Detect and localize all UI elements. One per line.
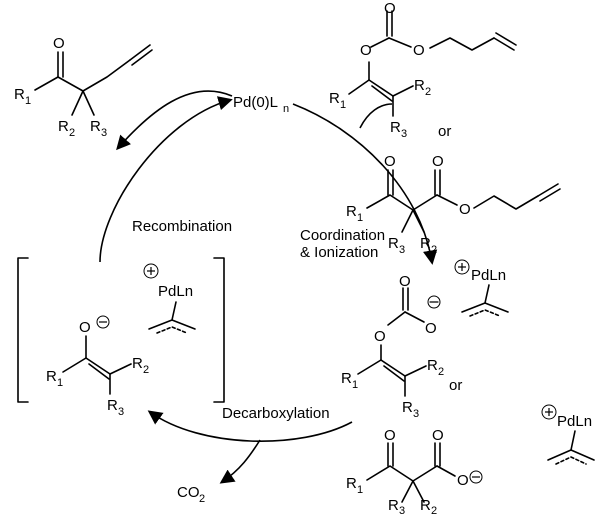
or-label-1: or (438, 123, 451, 140)
svg-text:PdLn: PdLn (471, 267, 506, 284)
cycle-arrows (99, 90, 438, 484)
svg-text:2: 2 (143, 364, 149, 376)
pd-allyl-enol-carbonate: O O O R 1 R 2 R 3 or PdLn (341, 259, 509, 420)
svg-text:R: R (420, 235, 431, 252)
svg-text:O: O (459, 201, 471, 218)
svg-text:O: O (457, 472, 469, 489)
svg-text:3: 3 (413, 408, 419, 420)
svg-text:R: R (414, 77, 425, 94)
svg-text:2: 2 (425, 86, 431, 98)
svg-text:O: O (384, 153, 396, 170)
svg-text:3: 3 (118, 406, 124, 418)
svg-text:R: R (427, 357, 438, 374)
svg-text:O: O (384, 0, 396, 17)
svg-text:O: O (399, 273, 411, 290)
svg-text:1: 1 (25, 95, 31, 107)
coordination-label-line1: Coordination (300, 227, 385, 244)
svg-text:O: O (374, 328, 386, 345)
svg-text:1: 1 (357, 484, 363, 496)
svg-text:Pd(0)L: Pd(0)L (233, 94, 278, 111)
svg-text:n: n (283, 103, 289, 115)
svg-text:R: R (420, 497, 431, 514)
svg-text:2: 2 (69, 127, 75, 139)
svg-text:R: R (132, 355, 143, 372)
svg-text:O: O (360, 42, 372, 59)
svg-text:R: R (402, 399, 413, 416)
svg-text:2: 2 (431, 505, 437, 514)
svg-text:R: R (346, 475, 357, 492)
svg-text:R: R (390, 119, 401, 136)
svg-text:O: O (413, 42, 425, 59)
arrow-recombination-to-catalyst (99, 96, 233, 263)
pd-allyl-ketocarboxylate: O O O R 1 R 3 R 2 PdLn (346, 404, 595, 514)
svg-text:3: 3 (399, 505, 405, 514)
svg-text:CO: CO (177, 484, 200, 501)
svg-text:PdLn: PdLn (557, 413, 592, 430)
svg-text:O: O (79, 319, 91, 336)
svg-text:R: R (90, 118, 101, 135)
svg-text:R: R (346, 203, 357, 220)
catalyst-label: Pd(0)L n (233, 94, 289, 115)
svg-text:2: 2 (438, 366, 444, 378)
svg-text:2: 2 (431, 244, 437, 256)
svg-text:R: R (388, 497, 399, 514)
arrow-coordination (292, 103, 438, 265)
svg-text:O: O (432, 153, 444, 170)
svg-text:O: O (384, 427, 396, 444)
svg-text:PdLn: PdLn (158, 283, 193, 300)
svg-text:O: O (425, 320, 437, 337)
coordination-label-line2: & Ionization (300, 244, 378, 261)
svg-text:1: 1 (57, 377, 63, 389)
or-label-2: or (449, 377, 462, 394)
product-allyl-ketone: O R 1 R 2 R 3 (14, 35, 153, 139)
svg-text:1: 1 (357, 212, 363, 224)
svg-text:1: 1 (340, 99, 346, 111)
arrow-decarboxylation (147, 410, 353, 442)
atom-o: O (53, 35, 65, 52)
svg-text:R: R (341, 370, 352, 387)
svg-text:R: R (46, 368, 57, 385)
svg-text:O: O (432, 427, 444, 444)
decarboxylation-label: Decarboxylation (222, 405, 330, 422)
co2-label: CO 2 (177, 484, 205, 505)
svg-text:R: R (58, 118, 69, 135)
recombination-label: Recombination (132, 218, 232, 235)
svg-text:3: 3 (101, 127, 107, 139)
arrow-to-product (116, 90, 233, 151)
svg-text:1: 1 (352, 379, 358, 391)
svg-text:R: R (107, 397, 118, 414)
arrow-co2-release (219, 439, 261, 484)
atom-r: R (14, 86, 25, 103)
svg-text:2: 2 (199, 493, 205, 505)
svg-text:R: R (388, 235, 399, 252)
svg-text:3: 3 (401, 128, 407, 140)
enolate-ion-pair: O R 1 R 2 R 3 PdLn (17, 257, 225, 418)
allyl-enol-carbonate: O O O R 1 R 2 R 3 or (329, 0, 517, 140)
arrow-substrate-entry (359, 103, 393, 129)
svg-text:3: 3 (399, 244, 405, 256)
svg-text:R: R (329, 90, 340, 107)
